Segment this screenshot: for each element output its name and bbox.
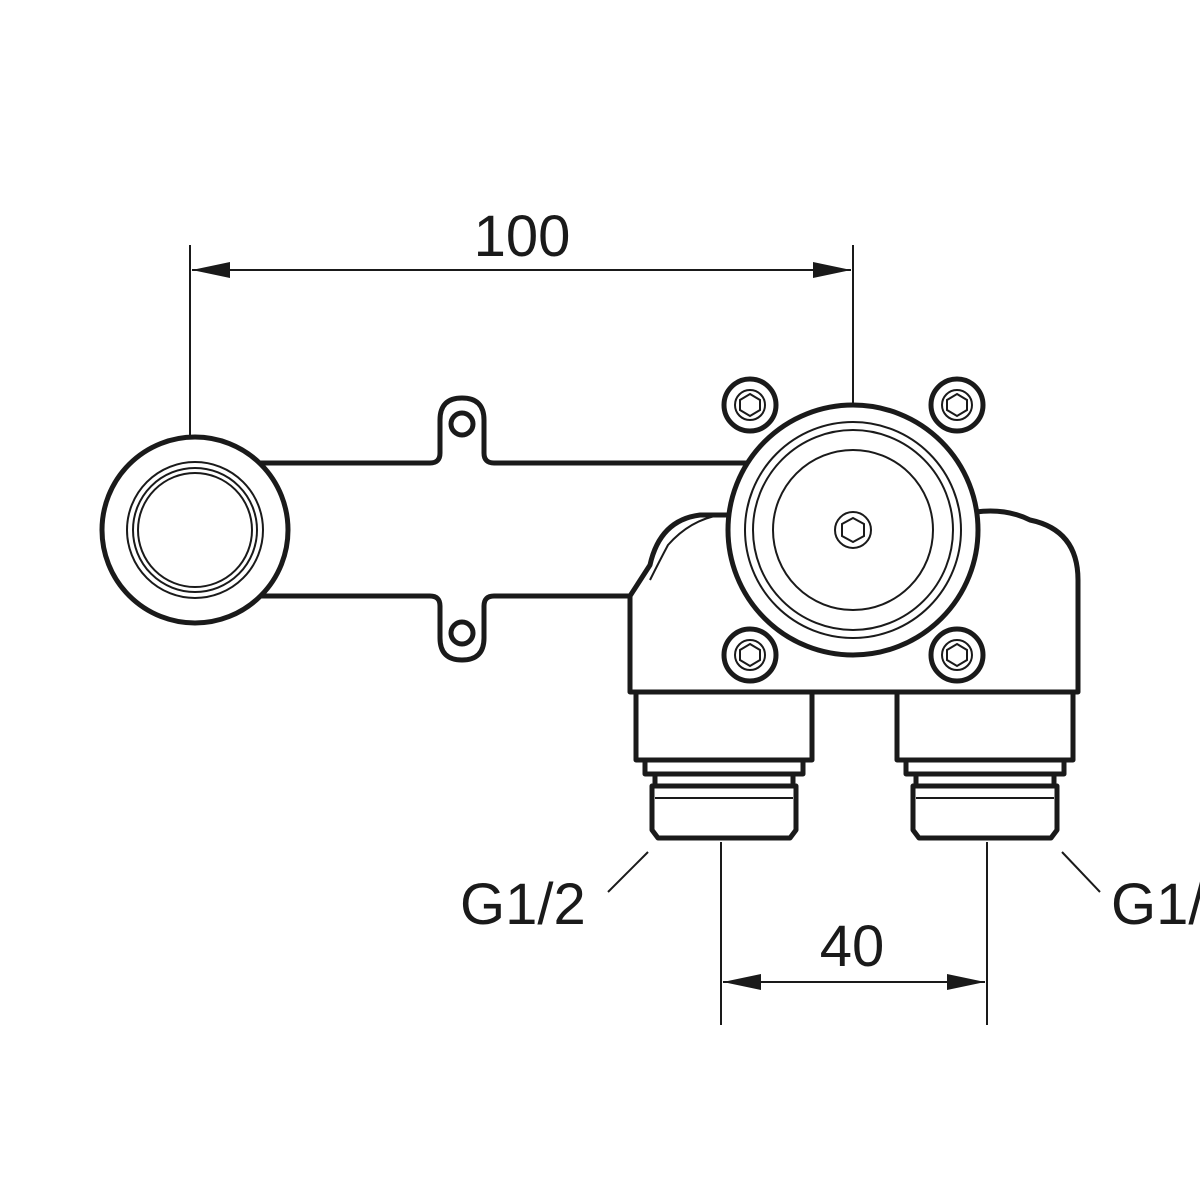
outlet-bore	[137, 472, 253, 588]
callout-thread-left: G1/2	[460, 851, 649, 937]
valve-body	[247, 376, 1081, 695]
left-outlet	[99, 434, 291, 626]
mount-ear-bottom-left	[721, 626, 779, 684]
hex-bolt-icon	[946, 392, 968, 418]
arrowhead-left	[723, 974, 761, 990]
mount-ear-top-left	[721, 376, 779, 434]
dimension-label-40: 40	[820, 914, 885, 979]
spigot-right-thread	[910, 783, 1060, 841]
thread-label-left: G1/2	[460, 872, 586, 937]
hex-bolt-icon	[739, 642, 761, 668]
hex-bolt-icon	[946, 642, 968, 668]
mount-ear-top-right	[928, 376, 986, 434]
dimension-40: 40	[720, 842, 988, 1025]
valve-chamber-outer	[725, 402, 981, 658]
thread-label-right: G1/2	[1111, 872, 1200, 937]
mount-ear-bottom-right	[928, 626, 986, 684]
leader-line-right	[1061, 851, 1101, 893]
dimension-100: 100	[189, 204, 854, 530]
hex-socket-icon	[841, 516, 865, 544]
leader-line-left	[607, 851, 649, 893]
spigot-left-body	[633, 689, 815, 763]
outlet-flange	[99, 434, 291, 626]
hex-bolt-icon	[739, 392, 761, 418]
dimension-label-100: 100	[474, 204, 571, 269]
spigot-right	[894, 689, 1076, 841]
center-screw	[834, 511, 872, 549]
arrowhead-right	[947, 974, 985, 990]
valve-chamber-ring-inner	[752, 429, 954, 631]
housing-contour-line	[649, 514, 721, 581]
spigot-right-body	[894, 689, 1076, 763]
arm-mount-hole-bottom	[448, 619, 476, 647]
spigot-left-thread	[649, 783, 799, 841]
arrowhead-right	[813, 262, 851, 278]
arm-mount-hole-top	[448, 410, 476, 438]
arrowhead-left	[192, 262, 230, 278]
outlet-ring	[126, 461, 264, 599]
valve-chamber-core	[772, 449, 934, 611]
callout-thread-right: G1/2	[1061, 851, 1200, 937]
valve-chamber-ring	[744, 421, 962, 639]
spigot-left	[633, 689, 815, 841]
outlet-ring-inner	[132, 467, 258, 593]
